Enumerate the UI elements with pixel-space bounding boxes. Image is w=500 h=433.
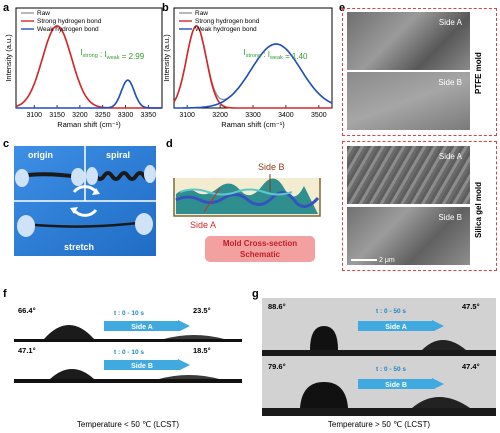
hydrogel-photo xyxy=(14,146,156,256)
origin-label: origin xyxy=(28,150,53,160)
spiral-label: spiral xyxy=(106,150,131,160)
mold-schematic xyxy=(173,174,321,217)
chart-a-ylabel: Intensity (a.u.) xyxy=(4,34,13,82)
f-bottom-after-angle: 18.5° xyxy=(193,346,211,355)
f-top-side: Side A xyxy=(131,324,153,331)
contact-angle-g: 88.6° 47.5° t : 0 - 50 s Side A 79.6° 47… xyxy=(262,298,496,416)
chart-a-tick-label-0: 3100 xyxy=(26,112,42,119)
chart-a-tick-label-4: 3300 xyxy=(118,112,134,119)
chart-a-tick-label-3: 3250 xyxy=(95,112,111,119)
panel-label-f: f xyxy=(3,288,7,300)
chart-a-series-2 xyxy=(16,79,162,109)
g-bottom-before-angle: 79.6° xyxy=(268,362,286,371)
g-bottom-time: t : 0 - 50 s xyxy=(376,366,406,373)
ptfe-frame xyxy=(342,8,497,136)
chart-b-legend-0: Raw xyxy=(195,10,208,17)
scale-bar-label: 2 μm xyxy=(379,257,395,264)
chart-b-series-2 xyxy=(174,43,333,109)
chart-a-legend-1: Strong hydrogen bond xyxy=(37,18,102,25)
silica-mold-label: Silica gel mold xyxy=(474,182,483,239)
f-bottom-side: Side B xyxy=(131,363,153,370)
g-top-before-angle: 88.6° xyxy=(268,302,286,311)
chart-a-tick-label-1: 3150 xyxy=(49,112,65,119)
chart-b-series-1 xyxy=(173,25,332,109)
f-bottom-time: t : 0 - 10 s xyxy=(114,349,144,356)
stretch-label: stretch xyxy=(64,242,95,252)
sem-ptfe-side-a: Side A xyxy=(347,12,470,70)
chart-b-legend-1: Strong hydrogen bond xyxy=(195,18,260,25)
chart-b-legend-2: Weak hydrogen bond xyxy=(195,26,257,33)
f-top-before-angle: 66.4° xyxy=(18,306,36,315)
g-top-after-angle: 47.5° xyxy=(462,302,480,311)
chart-b-ylabel: Intensity (a.u.) xyxy=(162,34,171,82)
chart-b-tick-label-4: 3500 xyxy=(311,112,327,119)
chart-b-series-0 xyxy=(173,24,333,104)
sem-ptfe-side-b-label: Side B xyxy=(438,78,462,87)
chart-b-xlabel: Raman shift (cm⁻¹) xyxy=(221,120,285,129)
f-top-after-angle: 23.5° xyxy=(193,306,211,315)
side-a-label: Side A xyxy=(190,220,217,230)
sem-silica-side-b: Side B 2 μm xyxy=(347,207,470,265)
sem-silica-side-a-label: Side A xyxy=(438,152,462,161)
side-b-label: Side B xyxy=(258,162,285,172)
panel-label-d: d xyxy=(166,138,173,150)
sem-silica-side-a: Side A xyxy=(347,146,470,204)
chart-a-legend-2: Weak hydrogen bond xyxy=(37,26,99,33)
chart-b-tick-label-3: 3400 xyxy=(278,112,294,119)
contact-angle-f xyxy=(14,325,242,383)
sem-silica-side-b-label: Side B xyxy=(438,213,462,222)
ptfe-mold-label: PTFE mold xyxy=(474,52,483,94)
chart-a-ratio-annotation: Istrong : Iweak = 2.99 xyxy=(80,48,145,61)
chart-a-xlabel: Raman shift (cm⁻¹) xyxy=(57,120,121,129)
chart-b-tick-label-2: 3300 xyxy=(245,112,261,119)
panel-label-a: a xyxy=(3,2,10,14)
chart-a-tick-label-5: 3350 xyxy=(141,112,157,119)
sem-ptfe-side-b: Side B xyxy=(347,72,470,130)
schematic-caption: Mold Cross-section Schematic xyxy=(205,236,315,262)
panel-label-g: g xyxy=(252,288,259,300)
g-caption: Temperature > 50 ℃ (LCST) xyxy=(327,420,431,429)
chart-b-tick-label-0: 3100 xyxy=(179,112,195,119)
chart-a-tick-label-2: 3200 xyxy=(72,112,88,119)
sem-ptfe-side-a-label: Side A xyxy=(438,18,462,27)
f-bottom-before-angle: 47.1° xyxy=(18,346,36,355)
hydrogel-photo-panel: origin spiral stretch xyxy=(14,146,156,256)
g-bottom-after-angle: 47.4° xyxy=(462,362,480,371)
g-top-arrow: Side A xyxy=(358,320,444,331)
f-caption: Temperature < 50 ℃ (LCST) xyxy=(76,420,180,429)
f-top-arrow: Side A xyxy=(104,320,190,331)
chart-a-series-0 xyxy=(15,25,162,109)
panel-label-c: c xyxy=(3,138,10,150)
contact-angle-g-drops xyxy=(262,298,496,416)
scale-bar xyxy=(351,259,377,261)
f-bottom-arrow: Side B xyxy=(104,359,190,370)
panel-label-b: b xyxy=(162,2,169,14)
f-top-time: t : 0 - 10 s xyxy=(114,310,144,317)
chart-a-series-1 xyxy=(15,25,162,109)
g-bottom-side: Side B xyxy=(385,382,407,389)
chart-b-ratio-annotation: Istrong : Iweak = 1.40 xyxy=(244,48,309,61)
silica-frame xyxy=(342,141,497,271)
chart-a-legend-0: Raw xyxy=(37,10,50,17)
g-top-time: t : 0 - 50 s xyxy=(376,308,406,315)
g-top-side: Side A xyxy=(385,324,407,331)
chart-b-tick-label-1: 3200 xyxy=(212,112,228,119)
g-bottom-arrow: Side B xyxy=(358,378,444,389)
